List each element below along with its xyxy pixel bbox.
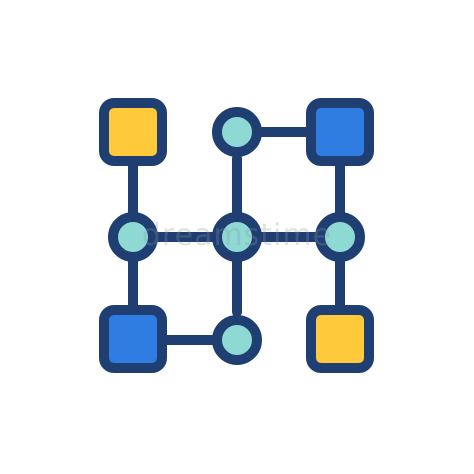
- square-node-top-left: [99, 98, 167, 166]
- square-node-bottom-left: [99, 305, 167, 373]
- circle-node-bottom-middle: [212, 315, 262, 365]
- circle-node-top-middle: [212, 107, 262, 157]
- circle-node-center-right: [315, 212, 365, 262]
- circle-node-center-left: [108, 212, 158, 262]
- square-node-top-right: [306, 98, 374, 166]
- circle-node-center: [212, 212, 262, 262]
- square-node-bottom-right: [306, 305, 374, 373]
